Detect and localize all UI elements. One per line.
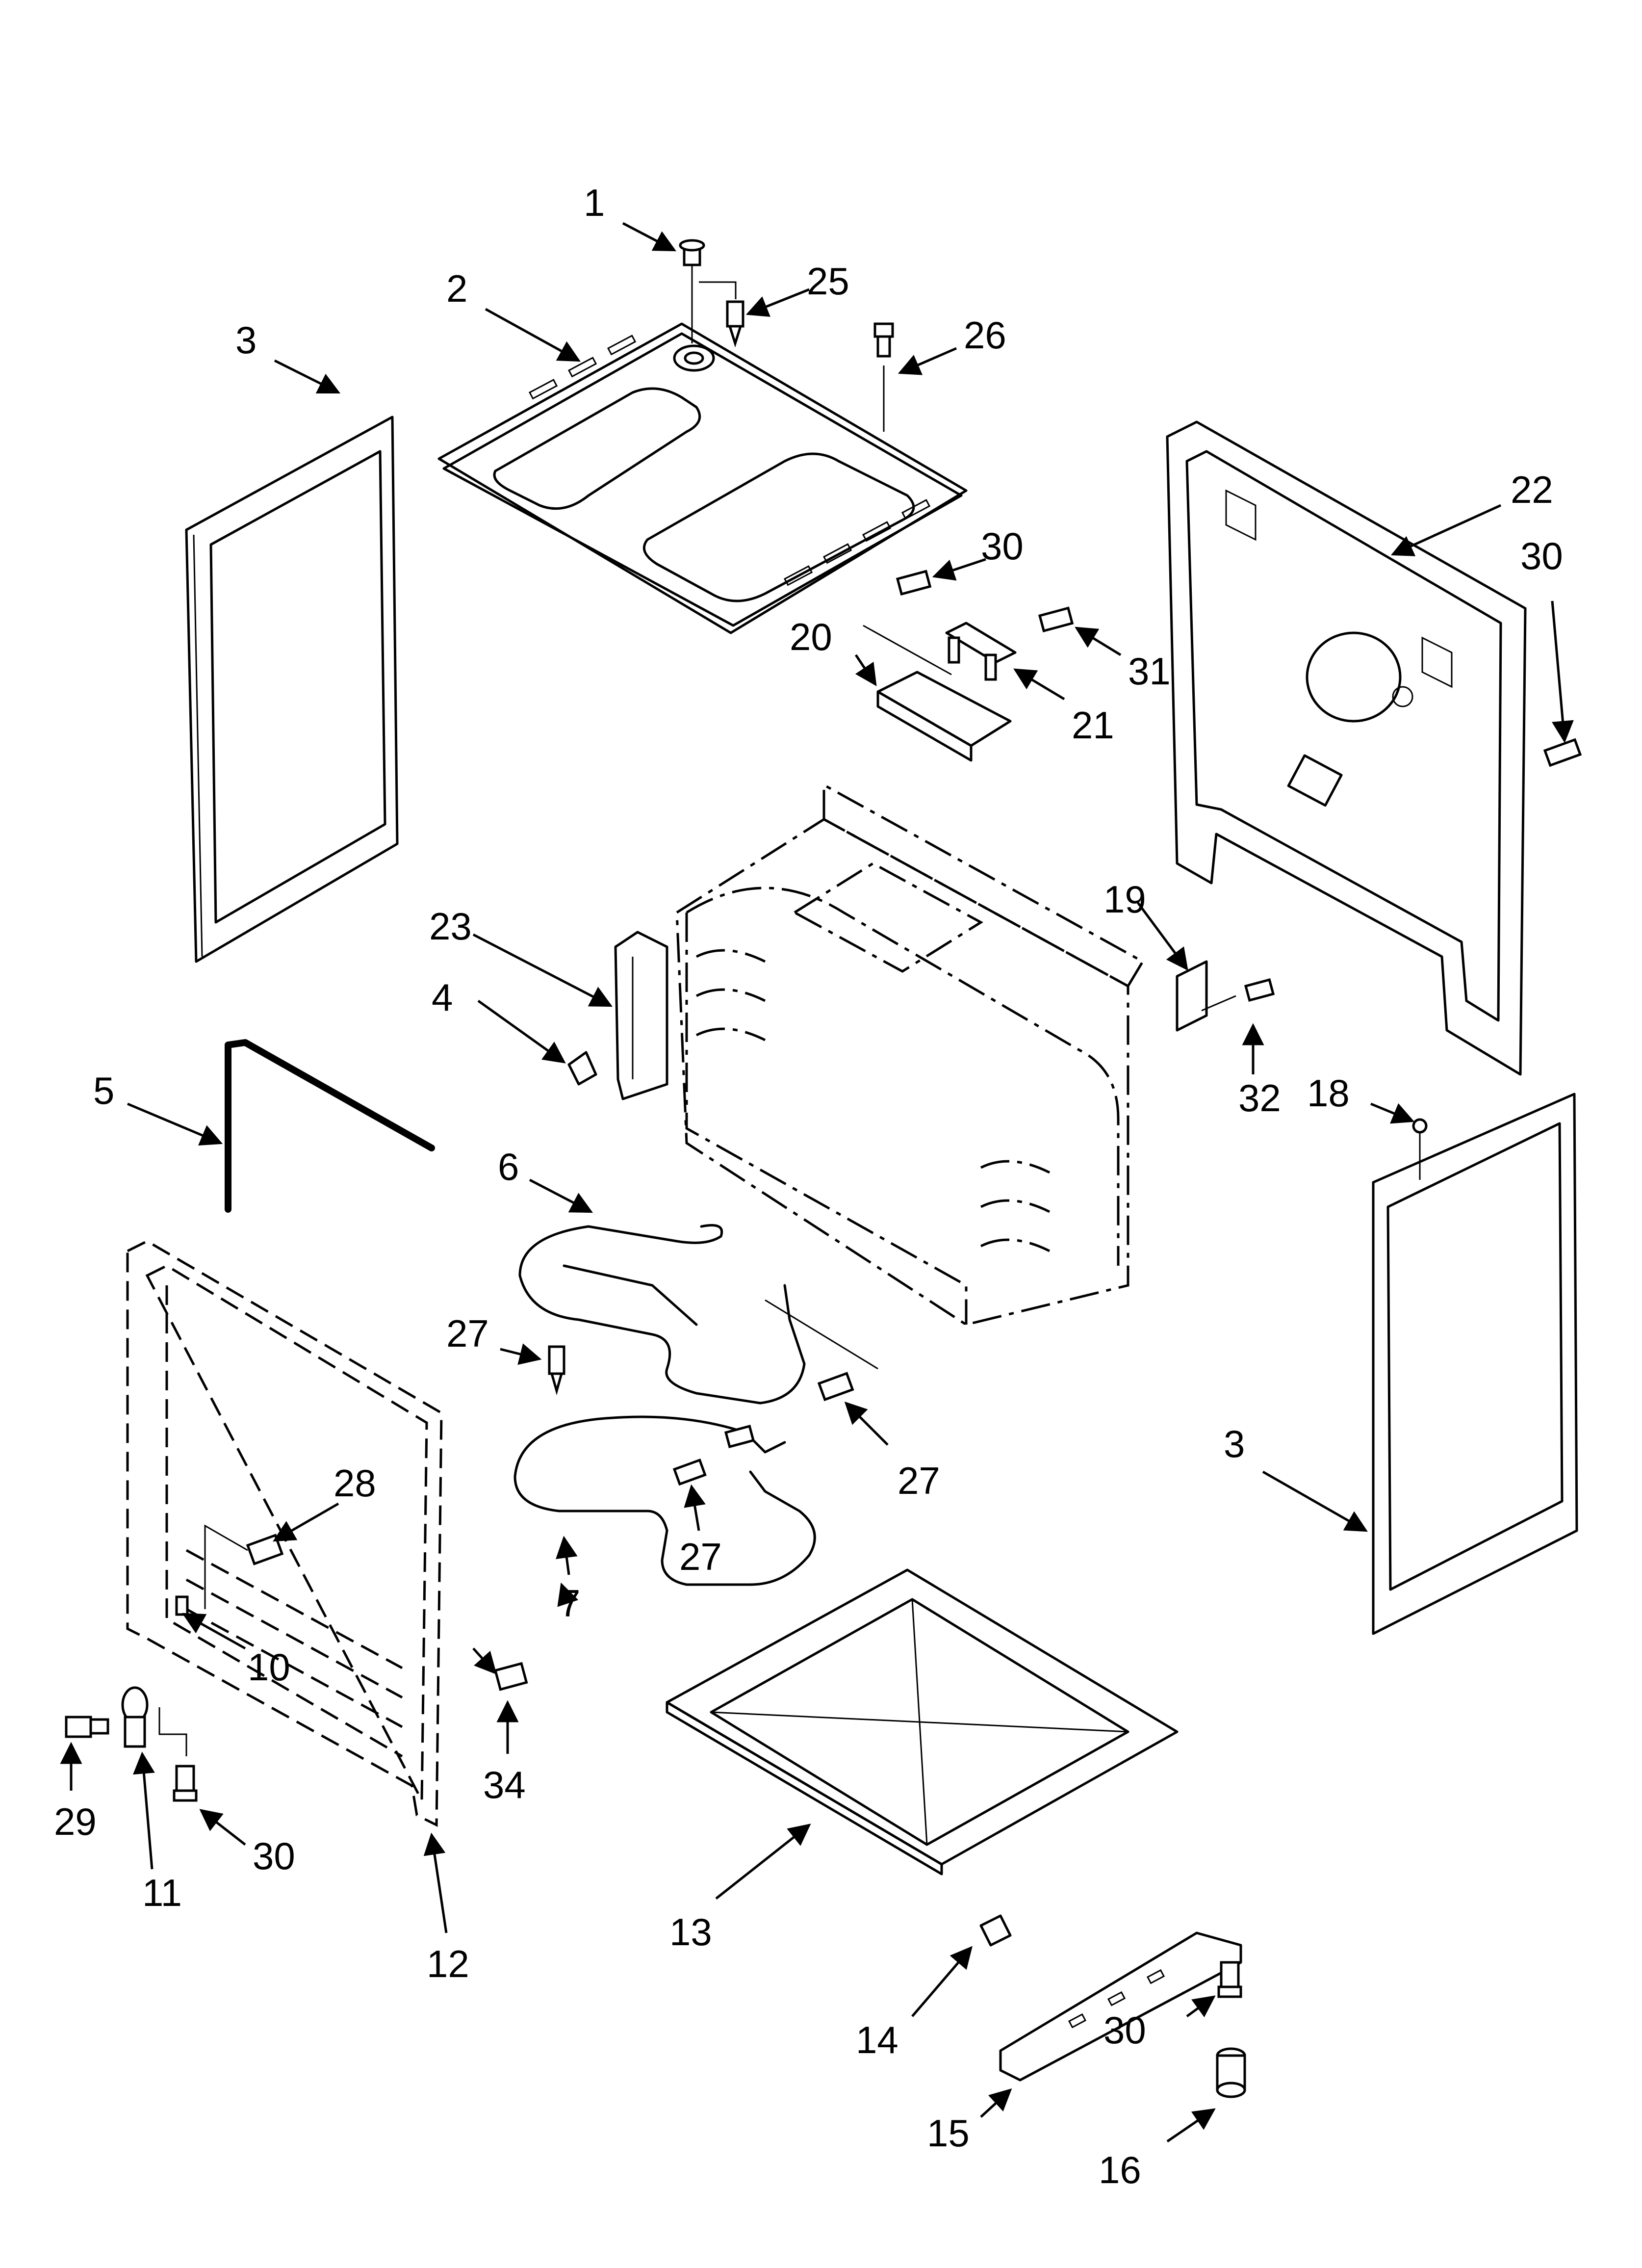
rail-part-15 xyxy=(999,1931,1242,2082)
callout-29: 29 xyxy=(54,1800,97,1843)
callout-27-b: 27 xyxy=(898,1459,940,1502)
part-11 xyxy=(121,1686,187,1756)
bracket-part-20 xyxy=(863,625,1012,762)
part-18 xyxy=(1412,1118,1428,1180)
callout-5: 5 xyxy=(93,1069,114,1112)
callout-25: 25 xyxy=(807,260,849,303)
callout-11: 11 xyxy=(142,1871,182,1914)
screw-part-30-bottom-right xyxy=(1217,1961,1242,1998)
callout-4: 4 xyxy=(432,976,453,1019)
callout-6: 6 xyxy=(498,1145,519,1188)
screw-part-30-right xyxy=(1543,738,1582,767)
callout-12: 12 xyxy=(427,1942,469,1985)
broil-element xyxy=(518,1224,878,1405)
clip-part-14 xyxy=(979,1914,1012,1947)
callout-30-b: 30 xyxy=(1520,534,1563,577)
callout-30-c: 30 xyxy=(253,1834,295,1877)
clip-part-4 xyxy=(567,1051,597,1086)
bottom-panel xyxy=(666,1568,1179,1876)
callout-32: 32 xyxy=(1238,1076,1281,1120)
callout-23: 23 xyxy=(429,905,472,948)
cooktop-support-plate xyxy=(437,322,968,634)
callout-10: 10 xyxy=(248,1645,290,1689)
right-side-panel xyxy=(1372,1093,1578,1635)
screw-part-27-a xyxy=(548,1345,565,1396)
callout-13: 13 xyxy=(669,1910,712,1954)
screw-part-28 xyxy=(246,1534,284,1565)
screw-part-25 xyxy=(726,300,744,348)
pin-part xyxy=(679,239,737,343)
callout-30-d: 30 xyxy=(1103,2008,1146,2052)
gasket-part-5 xyxy=(225,1039,435,1213)
callout-30-a: 30 xyxy=(981,524,1024,568)
callout-26: 26 xyxy=(964,313,1006,357)
callout-21: 21 xyxy=(1072,704,1114,747)
callout-18: 18 xyxy=(1307,1071,1350,1115)
callout-31: 31 xyxy=(1128,650,1171,693)
callout-20: 20 xyxy=(790,615,832,658)
callout-14: 14 xyxy=(856,2018,898,2061)
screw-part-34 xyxy=(493,1662,528,1691)
bracket-part-19 xyxy=(1176,960,1236,1032)
left-side-panel xyxy=(185,416,399,963)
callout-16: 16 xyxy=(1099,2148,1141,2191)
callout-15: 15 xyxy=(927,2112,970,2155)
callout-34: 34 xyxy=(483,1763,526,1806)
callout-1: 1 xyxy=(584,181,605,224)
callout-labels: 1 2 3 3 4 5 6 7 10 11 12 13 14 15 16 18 … xyxy=(54,181,1563,2191)
bake-element xyxy=(513,1415,816,1586)
callout-3-left: 3 xyxy=(235,318,257,362)
oven-front-frame xyxy=(126,1240,443,1827)
screw-part-32 xyxy=(1244,978,1275,1002)
bracket-part-23 xyxy=(614,931,668,1100)
leader-arrows xyxy=(60,222,1574,2143)
callout-2: 2 xyxy=(446,267,467,310)
part-10 xyxy=(175,1524,248,1616)
bracket-part-21 xyxy=(945,622,1017,681)
callout-28: 28 xyxy=(334,1461,376,1505)
oven-cavity xyxy=(675,782,1145,1326)
callout-27-c: 27 xyxy=(679,1535,722,1578)
screw-part-30-bottom-left xyxy=(173,1765,198,1802)
callout-27-a: 27 xyxy=(446,1312,489,1355)
rear-panel xyxy=(1166,420,1527,1076)
screw-part-29 xyxy=(65,1716,109,1738)
callout-3-right: 3 xyxy=(1224,1422,1245,1465)
callout-19: 19 xyxy=(1103,878,1146,921)
screw-part-27-b xyxy=(817,1372,854,1402)
callout-7: 7 xyxy=(559,1582,580,1625)
screw-part-26 xyxy=(873,322,894,432)
leveling-leg-part-16 xyxy=(1216,2047,1246,2098)
callout-22: 22 xyxy=(1511,468,1553,511)
screw-part-31 xyxy=(1038,606,1074,632)
screw-part-30-top xyxy=(896,570,932,596)
screw-part-27-c xyxy=(672,1458,707,1486)
